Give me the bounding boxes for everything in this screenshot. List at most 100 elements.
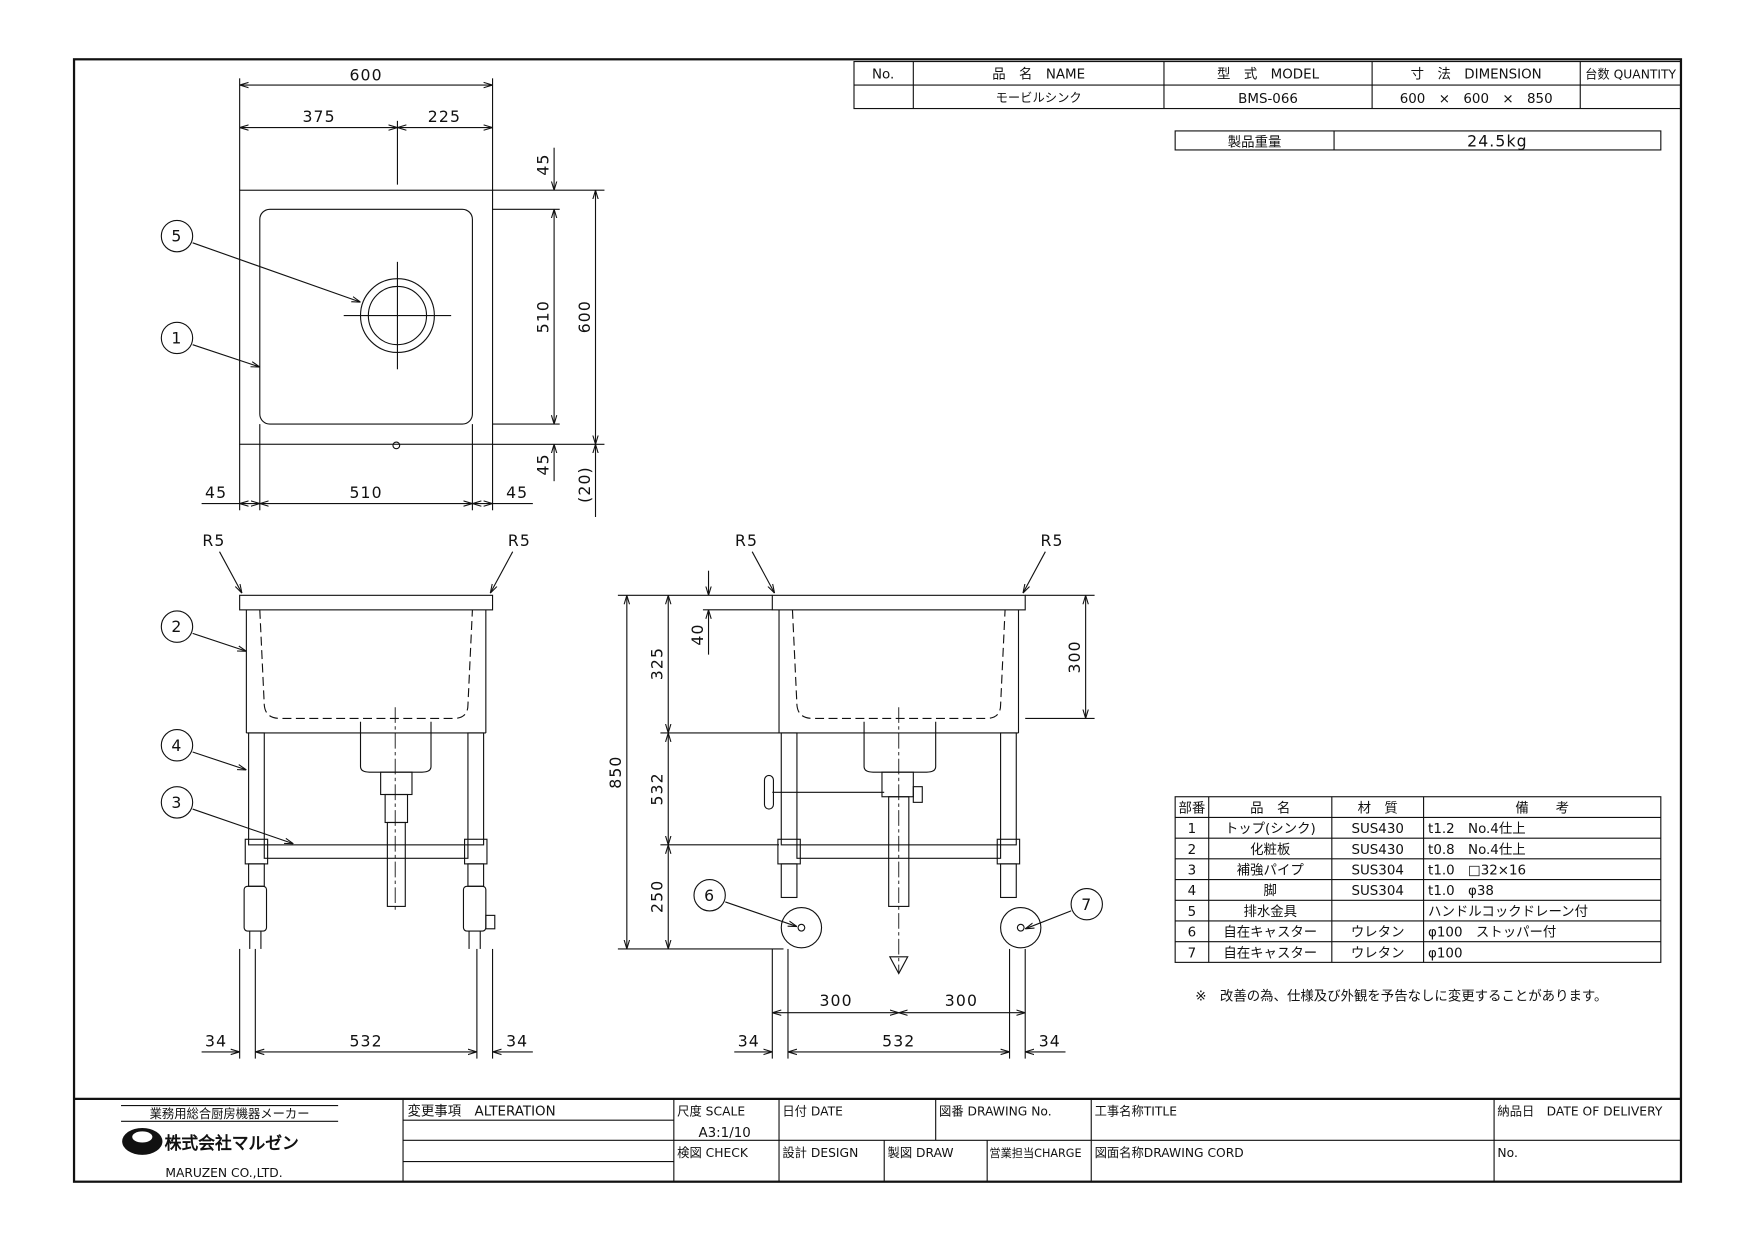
dim-bottom-right: 45 xyxy=(506,483,528,502)
side-radius-right: R5 xyxy=(1041,531,1064,550)
side-dim-bowl: 300 xyxy=(1065,640,1084,673)
part-balloons: 5 1 2 4 3 6 7 xyxy=(160,219,1103,928)
maruzen-logo: 株式会社マルゼン xyxy=(122,1127,299,1155)
balloon-6: 6 xyxy=(693,878,726,912)
company-name-en: MARUZEN CO.,LTD. xyxy=(165,1166,282,1180)
front-view: 34 532 34 R5 R5 xyxy=(201,531,533,1059)
balloon-5: 5 xyxy=(160,219,194,253)
caster-right xyxy=(462,885,487,932)
dim-bottom-margin: 45 xyxy=(534,453,553,475)
title-block: 業務用総合厨房機器メーカー 株式会社マルゼン MARUZEN CO.,LTD. … xyxy=(74,1097,1681,1182)
side-dim-middle-width: 532 xyxy=(882,1031,915,1050)
dim-inner-depth: 510 xyxy=(534,300,553,333)
check-label: 検図 CHECK xyxy=(677,1146,749,1160)
alteration-label: 変更事項 ALTERATION xyxy=(408,1103,556,1120)
parts-table-cell: 脚 xyxy=(1264,883,1277,899)
header-name: 品 名 NAME xyxy=(992,66,1085,82)
side-dim-right: 34 xyxy=(1039,1031,1061,1050)
svg-text:備 考: 備 考 xyxy=(1515,800,1569,816)
parts-table-cell: t0.8 No.4仕上 xyxy=(1428,842,1526,858)
caster-wheel-right xyxy=(1000,906,1042,949)
weight-label: 製品重量 xyxy=(1228,135,1282,151)
parts-table-cell: 補強パイプ xyxy=(1237,863,1305,879)
leg-left xyxy=(248,732,265,846)
weight-value: 24.5kg xyxy=(1467,132,1528,151)
parts-table-cell: t1.0 □32×16 xyxy=(1428,864,1526,879)
header-model: 型 式 MODEL xyxy=(1217,66,1320,82)
dim-bottom-inner: 510 xyxy=(349,483,382,502)
parts-table-cell: トップ(シンク) xyxy=(1225,821,1316,837)
front-dim-left: 34 xyxy=(205,1031,227,1050)
svg-text:1: 1 xyxy=(171,329,182,348)
dim-bottom-left: 45 xyxy=(205,483,227,502)
parts-table-cell: 4 xyxy=(1188,884,1197,899)
svg-text:品 名: 品 名 xyxy=(1250,800,1290,816)
parts-table-row: 3 補強パイプ SUS304 t1.0 □32×16 xyxy=(1188,863,1526,879)
scale-label: 尺度 SCALE xyxy=(677,1104,745,1119)
leg-right xyxy=(467,732,485,846)
parts-table-cell: 7 xyxy=(1188,946,1197,961)
parts-table-cell: 自在キャスター xyxy=(1223,945,1317,961)
parts-table-row: 4 脚 SUS304 t1.0 φ38 xyxy=(1188,883,1494,899)
parts-table-cell: φ100 ストッパー付 xyxy=(1428,925,1556,941)
svg-text:2: 2 xyxy=(171,617,182,636)
dim-overall-width: 600 xyxy=(349,66,382,85)
header-quantity: 台数 QUANTITY xyxy=(1585,66,1676,81)
delivery-label: 納品日 DATE OF DELIVERY xyxy=(1497,1105,1662,1119)
parts-table-cell: 5 xyxy=(1188,905,1197,920)
product-model: BMS-066 xyxy=(1238,92,1298,107)
parts-table-cell: 自在キャスター xyxy=(1223,925,1317,941)
parts-table-cell: ハンドルコックドレーン付 xyxy=(1428,904,1588,920)
parts-table-cell: 2 xyxy=(1188,843,1197,858)
front-radius-right: R5 xyxy=(508,531,531,550)
title-label: 工事名称TITLE xyxy=(1095,1104,1177,1119)
parts-table-cell: 1 xyxy=(1188,822,1197,837)
drawing-frame xyxy=(72,58,1683,1183)
charge-label: 営業担当CHARGE xyxy=(989,1146,1081,1160)
parts-table-cell: SUS304 xyxy=(1351,864,1403,879)
parts-table-cell: 6 xyxy=(1188,926,1197,941)
parts-table-row: 2 化粧板 SUS430 t0.8 No.4仕上 xyxy=(1188,842,1526,858)
svg-text:部番: 部番 xyxy=(1179,800,1206,816)
side-dim-drain-right: 300 xyxy=(945,991,978,1010)
parts-table-row: 5 排水金具 ハンドルコックドレーン付 xyxy=(1188,904,1588,920)
parts-table-cell: t1.2 No.4仕上 xyxy=(1428,821,1526,837)
side-dim-drain-left: 300 xyxy=(819,991,852,1010)
svg-text:5: 5 xyxy=(171,227,182,246)
side-view: 850 325 532 250 40 300 300 300 34 532 34… xyxy=(606,531,1095,1059)
svg-text:材 質: 材 質 xyxy=(1358,800,1398,816)
side-dim-middle: 532 xyxy=(648,772,667,805)
draw-label: 製図 DRAW xyxy=(888,1146,954,1160)
side-dim-upper: 325 xyxy=(648,647,667,680)
front-dim-middle: 532 xyxy=(349,1031,382,1050)
parts-table: 部番 品 名 材 質 備 考 xyxy=(1174,796,1662,963)
drain-basket xyxy=(359,721,432,773)
header-table: No. 品 名 NAME 型 式 MODEL 寸 法 DIMENSION 台数 … xyxy=(853,60,1682,110)
caster-left xyxy=(243,885,268,932)
top-view: 600 375 225 45 510 600 45 (20) 45 510 45 xyxy=(201,66,605,517)
side-dim-left: 34 xyxy=(738,1031,760,1050)
brace-pipe xyxy=(263,844,469,859)
caster-wheel-left xyxy=(780,906,823,949)
parts-table-cell: 3 xyxy=(1188,864,1197,879)
parts-table-cell: 化粧板 xyxy=(1250,842,1290,858)
parts-rows: 1 トップ(シンク) SUS430 t1.2 No.4仕上 2 化粧板 SUS430 t0.8… xyxy=(1188,821,1588,961)
front-radius-left: R5 xyxy=(202,531,225,550)
svg-text:7: 7 xyxy=(1081,895,1092,914)
parts-table-cell: t1.0 φ38 xyxy=(1428,884,1494,899)
svg-text:4: 4 xyxy=(171,736,182,755)
dim-protrusion: (20) xyxy=(575,466,594,503)
number-label: No. xyxy=(1497,1146,1517,1160)
parts-table-cell: 排水金具 xyxy=(1243,904,1297,920)
maker-tagline: 業務用総合厨房機器メーカー xyxy=(150,1106,310,1121)
header-no: No. xyxy=(872,67,894,82)
drawing-cord-label: 図面名称DRAWING CORD xyxy=(1095,1145,1244,1160)
parts-table-cell: ウレタン xyxy=(1351,945,1405,961)
scale-value: A3:1/10 xyxy=(698,1126,750,1141)
parts-table-cell: SUS430 xyxy=(1351,843,1403,858)
parts-table-cell: SUS304 xyxy=(1351,884,1403,899)
